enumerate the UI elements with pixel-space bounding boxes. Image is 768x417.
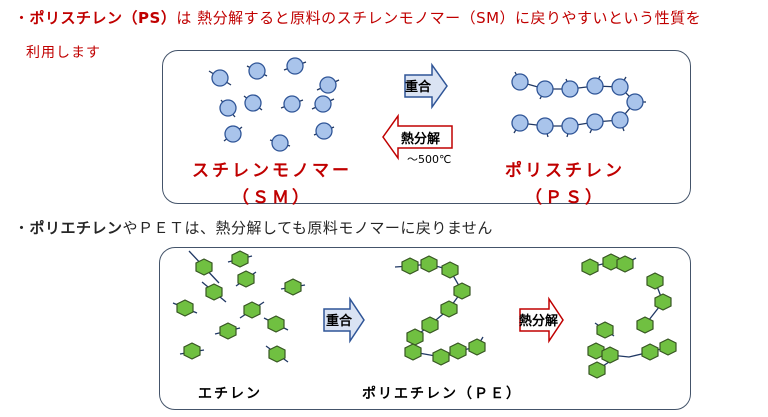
polyethylene-unit [421,316,439,334]
ethylene-monomer [188,250,220,284]
polyethylene-unit [432,348,450,366]
polyethylene-fragment [587,342,605,360]
ethylene-monomer [201,281,227,303]
pe-description: ・ポリエチレンやＰＥＴは、熱分解しても原料モノマーに戻りません [14,217,493,238]
styrene-monomer [313,122,335,140]
ethylene-monomer [172,299,198,317]
polymerization-arrow-pe-label: 重合 [326,313,353,329]
ethylene-monomer [239,301,265,319]
polymerization-arrow-label: 重合 [405,79,432,95]
styrene-monomer-label-line2: （ＳＭ） [232,188,312,208]
pyrolysis-arrow-pe [519,296,564,344]
polystyrene-unit [561,80,579,98]
polystyrene-unit [511,114,529,132]
polyethylene-fragment [581,258,599,276]
styrene-monomer [269,134,291,152]
polystyrene-label: ポリスチレン （ＰＳ） [490,156,640,208]
polyethylene-unit [441,261,459,279]
ps-description-text: は 熱分解すると原料のスチレンモノマー（SM）に戻りやすいという性質を [176,9,702,27]
styrene-monomer [246,62,268,80]
ethylene-monomer [265,345,289,363]
styrene-monomer [316,76,340,94]
polyethylene-fragment [588,361,606,379]
styrene-monomers [208,57,340,152]
polystyrene-unit [536,80,554,98]
polystyrene-unit [611,78,629,96]
polystyrene-unit [586,113,604,131]
polystyrene-unit [561,117,579,135]
bullet-1: ・ [14,9,30,27]
polystyrene-label-line2: （ＰＳ） [525,188,605,208]
polyethylene-label: ポリエチレン（ＰＥ） [362,386,522,402]
ps-description-continued: 利用します [26,45,101,61]
styrene-monomer-label-line1: スチレンモノマー [192,161,352,181]
styrene-monomer [219,99,237,118]
pe-description-text: やＰＥＴは、熱分解しても原料モノマーに戻りません [122,219,493,237]
polyethylene-unit [440,300,458,318]
polystyrene-label-line1: ポリスチレン [505,161,625,181]
pyrolysis-arrow-label: 熱分解 [401,131,440,147]
styrene-monomer [208,69,232,87]
polyethylene-unit [401,257,419,275]
ps-description: ・ポリスチレン（PS）は 熱分解すると原料のスチレンモノマー（SM）に戻りやすい… [14,7,701,28]
ethylene-label: エチレン [198,386,262,402]
polymerization-arrow-pe [323,296,365,344]
styrene-monomer [243,94,263,112]
ethylene-monomer [214,322,241,340]
polyethylene-fragment [616,255,634,273]
pyrolysis-arrow [382,113,453,161]
polyethylene-unit [449,342,467,360]
ethylene-monomer [263,315,289,333]
styrene-monomer [280,95,304,113]
temperature-label: ～500℃ [407,153,451,166]
pyrolysis-fragments [581,253,677,379]
polystyrene-unit [586,77,604,95]
ethylene-monomer [280,278,306,296]
polyethylene-fragment [646,272,664,290]
polyethylene-fragment [601,346,619,364]
polyethylene-fragment [602,253,620,271]
polyethylene-fragment [659,338,677,356]
polystyrene-chain [511,71,646,138]
polyethylene-unit [404,343,422,361]
ethylene-monomer [235,270,257,288]
bullet-2: ・ [14,219,30,237]
polyethylene-unit [453,282,471,300]
styrene-monomer [223,125,243,143]
ps-term: ポリスチレン（PS） [29,9,177,27]
polystyrene-unit [611,111,629,129]
polyethylene-fragment [641,343,659,361]
polystyrene-unit [626,93,644,111]
pyrolysis-arrow-pe-label: 熱分解 [519,313,558,329]
polymerization-arrow [404,62,448,110]
polyethylene-fragment [654,293,672,311]
styrene-monomer [283,57,307,75]
polystyrene-unit [511,73,529,91]
styrene-monomer-label: スチレンモノマー （ＳＭ） [192,156,352,208]
polyethylene-fragment [636,316,654,334]
polystyrene-unit [536,117,554,135]
polyethylene-fragment [596,321,614,339]
ethylene-monomers [172,250,306,363]
polyethylene-unit [468,338,486,356]
ethylene-monomer [227,250,253,268]
ethylene-monomer [179,342,205,360]
pe-term: ポリエチレン [29,219,123,237]
polyethylene-chain [394,255,486,366]
styrene-monomer [311,95,335,113]
polyethylene-unit [420,255,438,273]
polyethylene-unit [406,328,424,346]
